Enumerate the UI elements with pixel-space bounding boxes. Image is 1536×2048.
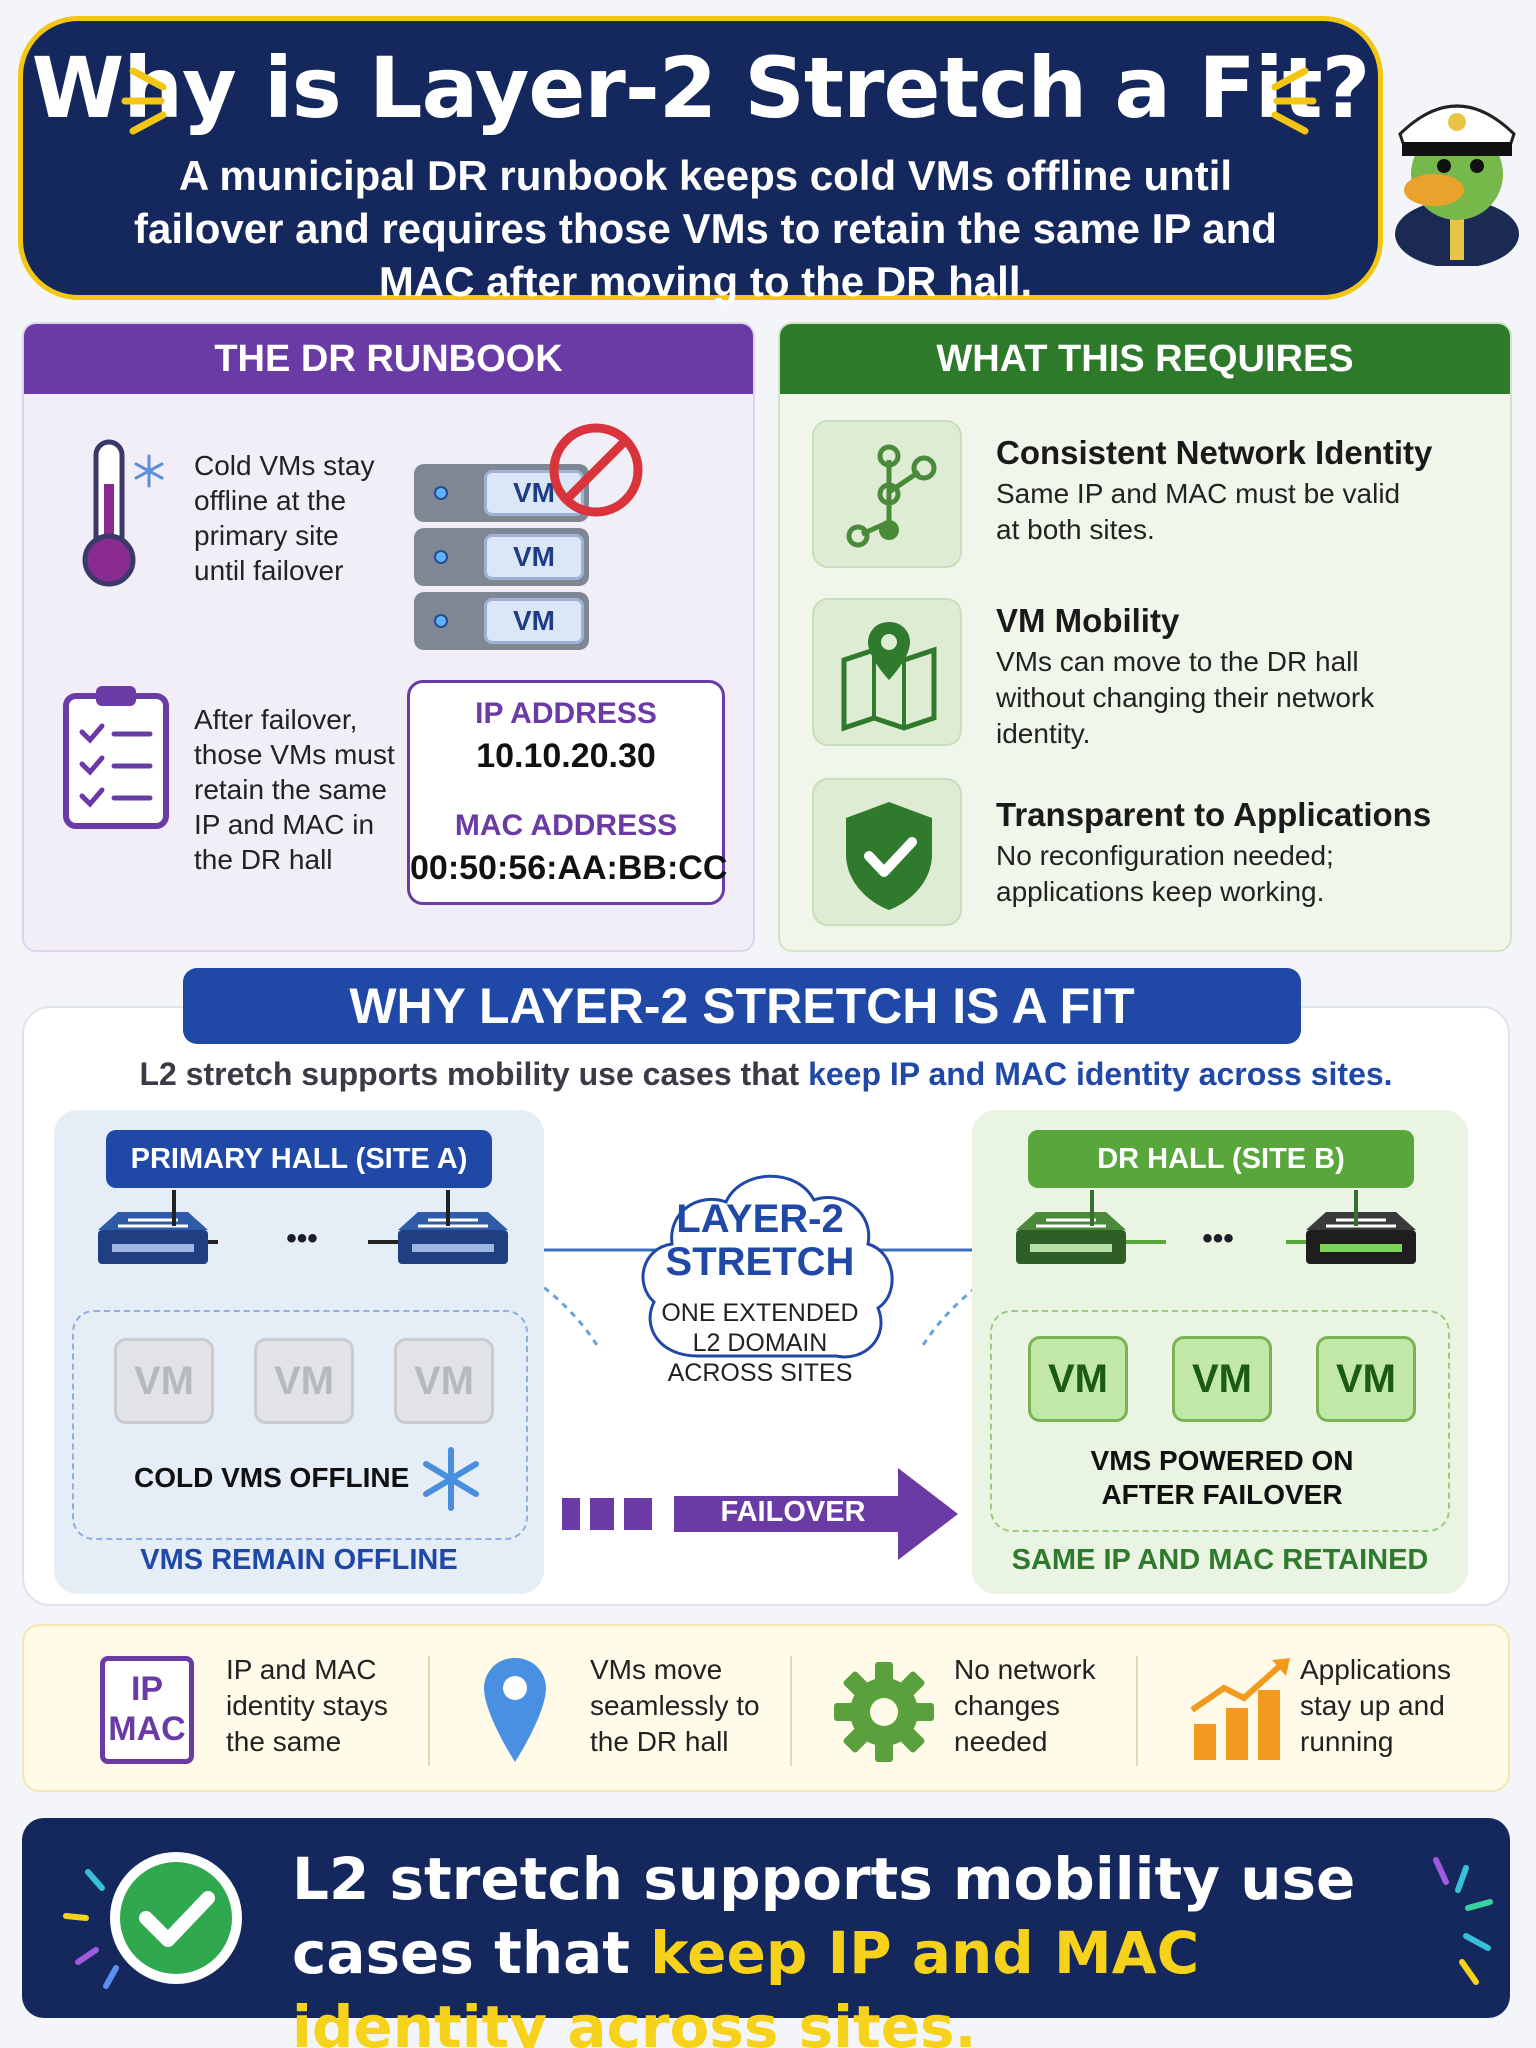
benefit-text: Applications stay up and running [1300, 1654, 1451, 1757]
network-graph-icon [812, 420, 962, 568]
ip-address-label: IP ADDRESS [475, 697, 657, 730]
cloud-description: ONE EXTENDED L2 DOMAIN ACROSS SITES [661, 1299, 859, 1387]
failover-arrow [562, 1468, 958, 1560]
page-title: Why is Layer-2 Stretch a Fit? [31, 39, 1371, 137]
requirement-title: Consistent Network Identity [996, 434, 1433, 471]
benefits-strip: IP MAC IP and MAC identity stays the sam… [22, 1624, 1510, 1792]
cloud-title: LAYER-2 STRETCH [665, 1197, 855, 1284]
site-b-caption: SAME IP AND MAC RETAINED [1011, 1544, 1429, 1576]
site-a-switch-row [98, 1212, 508, 1264]
shield-check-icon [812, 778, 962, 926]
site-a-uplinks [172, 1190, 450, 1226]
network-switch-icon [98, 1212, 208, 1264]
site-a-caption: VMS REMAIN OFFLINE [140, 1544, 458, 1576]
site-b-switch-row [1016, 1212, 1416, 1264]
mac-address-label: MAC ADDRESS [454, 809, 678, 842]
ip-address-value: 10.10.20.30 [476, 737, 656, 775]
requirement-title: VM Mobility [996, 602, 1180, 639]
fit-banner: WHY LAYER-2 STRETCH IS A FIT [183, 968, 1301, 1044]
site-b-uplinks [1090, 1190, 1358, 1226]
check-badge-icon [63, 1852, 242, 1989]
requirements-card: WHAT THIS REQUIRES Consistent Network Id… [778, 322, 1512, 952]
powered-vm-tile: VM [1316, 1336, 1416, 1422]
powered-vms-caption: VMS POWERED ON AFTER FAILOVER [1090, 1445, 1354, 1510]
requirement-desc: VMs can move to the DR hall without chan… [996, 646, 1375, 749]
ip-mac-icon: IP MAC [100, 1656, 194, 1764]
mac-address-value: 00:50:56:AA:BB:CC [410, 849, 728, 887]
network-switch-icon [1016, 1212, 1126, 1264]
server-vm-label: VM [484, 598, 584, 644]
footer-message: L2 stretch supports mobility use cases t… [292, 1845, 1356, 2048]
checklist-clipboard-icon [63, 686, 169, 829]
benefit-divider [428, 1656, 430, 1766]
captain-duck-mascot-icon [1395, 104, 1519, 266]
requirement-desc: Same IP and MAC must be valid at both si… [996, 478, 1401, 545]
prohibited-icon [549, 423, 643, 517]
runbook-heading: THE DR RUNBOOK [24, 324, 753, 394]
cold-vm-tile: VM [254, 1338, 354, 1424]
benefit-divider [790, 1656, 792, 1766]
growth-chart-icon [1190, 1658, 1290, 1760]
network-switch-icon [398, 1212, 508, 1264]
powered-vm-group: VM VM VM VMS POWERED ON AFTER FAILOVER [990, 1310, 1450, 1532]
cold-vms-caption: COLD VMS OFFLINE [134, 1462, 410, 1493]
header-banner: Why is Layer-2 Stretch a Fit? A municipa… [18, 16, 1383, 305]
requirement-title: Transparent to Applications [996, 796, 1432, 833]
failover-label: FAILOVER [720, 1496, 866, 1528]
fit-subtitle: L2 stretch supports mobility use cases t… [139, 1056, 1393, 1092]
benefit-divider [1136, 1656, 1138, 1766]
sparkle-right-icon [1271, 67, 1317, 135]
address-box: IP ADDRESS 10.10.20.30 MAC ADDRESS 00:50… [407, 680, 728, 905]
switch-ellipsis: ••• [1202, 1222, 1234, 1255]
primary-hall-site: PRIMARY HALL (SITE A) ••• VM VM VM COLD … [54, 1110, 544, 1594]
snowflake-icon [423, 1447, 479, 1511]
benefit-text: IP and MAC identity stays the same [226, 1654, 388, 1757]
site-a-tag: PRIMARY HALL (SITE A) [106, 1130, 492, 1188]
server-vm-label: VM [484, 534, 584, 580]
gear-icon [834, 1662, 934, 1762]
cold-vm-group: VM VM VM COLD VMS OFFLINE [72, 1310, 528, 1540]
powered-vm-tile: VM [1028, 1336, 1128, 1422]
switch-ellipsis: ••• [286, 1222, 318, 1255]
thermometer-snowflake-icon [82, 439, 164, 587]
page-subtitle: A municipal DR runbook keeps cold VMs of… [134, 152, 1277, 305]
site-b-tag: DR HALL (SITE B) [1028, 1130, 1414, 1188]
retain-identity-text: After failover, those VMs must retain th… [194, 704, 395, 875]
network-switch-icon [1306, 1212, 1416, 1264]
dr-runbook-card: THE DR RUNBOOK Cold VMs stay offline at … [22, 322, 755, 952]
server-stack: VM VM VM [414, 464, 594, 664]
sparkle-burst-icon [1433, 1857, 1493, 1985]
benefit-text: No network changes needed [954, 1654, 1096, 1757]
sparkle-left-icon [121, 67, 167, 135]
dr-hall-site: DR HALL (SITE B) ••• VM VM VM VMS POWERE… [972, 1110, 1468, 1594]
requirement-desc: No reconfiguration needed; applications … [996, 840, 1334, 907]
cold-vms-text: Cold VMs stay offline at the primary sit… [194, 450, 375, 586]
cloud-icon [641, 1174, 894, 1359]
cold-vm-tile: VM [114, 1338, 214, 1424]
footer-banner: L2 stretch supports mobility use cases t… [22, 1818, 1510, 2048]
powered-vm-tile: VM [1172, 1336, 1272, 1422]
benefit-text: VMs move seamlessly to the DR hall [590, 1654, 760, 1757]
map-pin-icon [812, 598, 962, 746]
requirements-heading: WHAT THIS REQUIRES [780, 324, 1510, 394]
cold-vm-tile: VM [394, 1338, 494, 1424]
location-pin-icon [484, 1658, 546, 1762]
